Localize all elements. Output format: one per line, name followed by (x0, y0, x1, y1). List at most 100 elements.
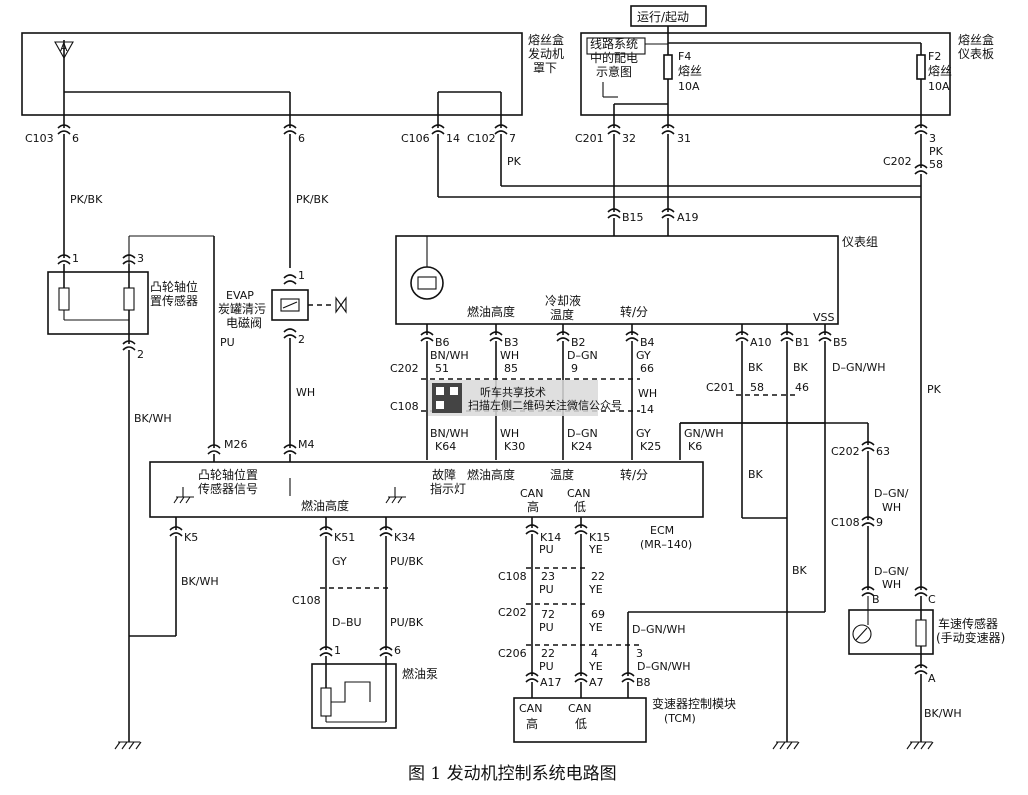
pin: A7 (589, 676, 604, 689)
wire-label: BK (748, 361, 764, 374)
pin: 22 (541, 647, 555, 660)
ecm-label: ECM (650, 524, 674, 537)
wire-label: GY (636, 427, 651, 440)
fuse-box-engine-label: 熔丝盒 (528, 32, 564, 47)
ecm-model: (MR–140) (640, 538, 692, 551)
ground-icon (906, 741, 934, 750)
pin: K30 (504, 440, 525, 453)
ecm-can-high-2: 高 (527, 499, 539, 514)
wire-label: PU/BK (390, 616, 424, 629)
evap-label: EVAP (226, 289, 254, 302)
pin: K64 (435, 440, 456, 453)
fuse-f2-label-3: 10A (928, 80, 950, 93)
tcm-can-high: CAN (519, 702, 542, 715)
cam-sensor-label: 凸轮轴位 (150, 279, 198, 294)
fuse-f4 (663, 54, 673, 80)
wire-label: BK/WH (181, 575, 219, 588)
pin: B8 (636, 676, 651, 689)
dist-note: 线路系统 (590, 36, 638, 51)
antenna-icon (54, 41, 74, 60)
pin: 3 (636, 647, 643, 660)
pin: K24 (571, 440, 592, 453)
pin: 6 (298, 132, 305, 145)
pin: 46 (795, 381, 809, 394)
wire-label: WH (882, 501, 901, 514)
wire-label: GN/WH (684, 427, 724, 440)
wire-label: D–GN/WH (632, 623, 686, 636)
pin: C (928, 593, 936, 606)
ecm-rpm-label: 转/分 (620, 467, 648, 482)
pin: A10 (750, 336, 772, 349)
cluster-rpm: 转/分 (620, 304, 648, 319)
pin: B4 (640, 336, 655, 349)
wire-label: BK (792, 564, 808, 577)
pin: A (928, 672, 936, 685)
ground-icon (173, 478, 406, 504)
fuel-pump-label: 燃油泵 (402, 666, 438, 681)
pin: K51 (334, 531, 355, 544)
conn-c202: C202 (883, 155, 912, 168)
pin: 58 (750, 381, 764, 394)
ecm-fuel-label: 燃油高度 (467, 467, 515, 482)
conn-c202: C202 (498, 606, 527, 619)
fuse-f2 (916, 54, 926, 80)
ecm-fault-2: 指示灯 (430, 481, 466, 496)
pin: K6 (688, 440, 702, 453)
pin: 2 (298, 333, 305, 346)
fuse-f4-label-2: 熔丝 (678, 63, 702, 78)
pin: 3 (137, 252, 144, 265)
pin: K15 (589, 531, 610, 544)
fuel-pump (311, 663, 397, 729)
watermark-subtitle: 扫描左侧二维码关注微信公众号 (468, 398, 622, 412)
conn-c102: C102 (467, 132, 496, 145)
pin: K34 (394, 531, 415, 544)
wire-label: PK (929, 145, 944, 158)
pin: 1 (334, 644, 341, 657)
wire-label: YE (588, 621, 603, 634)
conn-c201: C201 (706, 381, 735, 394)
wire-label: PU (220, 336, 235, 349)
wire-label: PK (927, 383, 942, 396)
wire-label: PU (539, 660, 554, 673)
wire-label: WH (882, 578, 901, 591)
wire-label: YE (588, 543, 603, 556)
instrument-cluster (395, 235, 839, 325)
fuse-box-panel-label-2: 仪表板 (958, 47, 994, 61)
fuse-f4-label: F4 (678, 50, 691, 63)
ecm-cam-label: 凸轮轴位置 (198, 467, 258, 482)
wire-label: PU (539, 621, 554, 634)
pin: 1 (72, 252, 79, 265)
speed-sensor (848, 609, 934, 655)
conn-c103: C103 (25, 132, 54, 145)
wire-label: BK/WH (924, 707, 962, 720)
wire-label: BK/WH (134, 412, 172, 425)
wire-label: D–GN/WH (832, 361, 886, 374)
tcm-can-low: CAN (568, 702, 591, 715)
fuse-f4-label-3: 10A (678, 80, 700, 93)
wire-label: D–GN (567, 427, 598, 440)
evap-solenoid (271, 289, 309, 321)
pin: 23 (541, 570, 555, 583)
pin: M26 (224, 438, 248, 451)
wire-label: PU/BK (390, 555, 424, 568)
valve-icon (335, 296, 347, 314)
tcm-label-2: (TCM) (664, 712, 696, 725)
pin: B6 (435, 336, 450, 349)
conn-c106: C106 (401, 132, 430, 145)
ecm-fault: 故障 (432, 467, 456, 482)
wire-label: PU (539, 543, 554, 556)
pin: 6 (394, 644, 401, 657)
fuse-box-panel-label: 熔丝盒 (958, 32, 994, 47)
conn-c108: C108 (498, 570, 527, 583)
watermark-title: 听车共享技术 (480, 385, 546, 399)
wire-label: D–GN/ (874, 487, 909, 500)
wire-label: BK (748, 468, 764, 481)
pin: 85 (504, 362, 518, 375)
conn-c201: C201 (575, 132, 604, 145)
pin: 58 (929, 158, 943, 171)
pin: 31 (677, 132, 691, 145)
pin: 22 (591, 570, 605, 583)
conn-c108: C108 (292, 594, 321, 607)
figure-caption: 图 1 发动机控制系统电路图 (408, 764, 617, 784)
